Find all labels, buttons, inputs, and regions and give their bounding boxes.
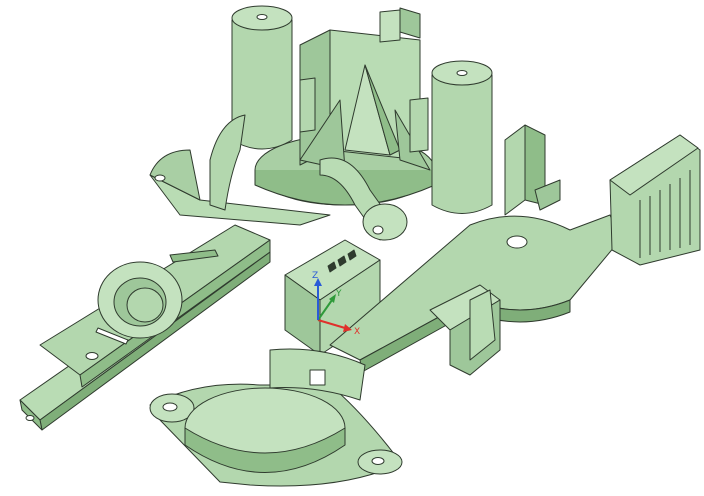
y-axis-arrow — [317, 299, 333, 321]
x-axis-arrowhead — [343, 324, 352, 332]
y-axis-arrowhead — [329, 294, 336, 303]
x-axis-label: X — [354, 327, 360, 337]
x-axis-arrow — [317, 319, 346, 329]
z-axis-label: Z — [312, 271, 318, 281]
z-axis-arrowhead — [314, 278, 322, 286]
axis-triad: X Y Z — [312, 271, 360, 337]
top-housing-part[interactable] — [231, 5, 493, 214]
right-lever-part[interactable] — [329, 124, 701, 376]
left-arm-part[interactable] — [19, 114, 331, 431]
y-axis-label: Y — [335, 289, 342, 299]
center-block-part[interactable] — [284, 157, 408, 356]
bottom-cap-part[interactable] — [149, 348, 403, 487]
